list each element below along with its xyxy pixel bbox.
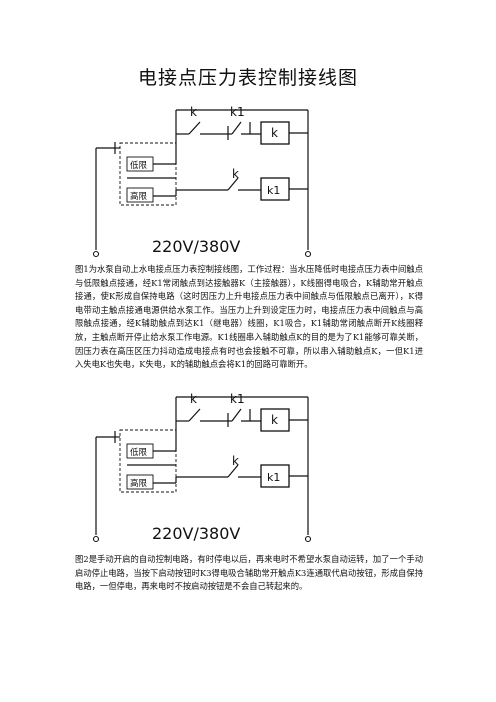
high-limit-label: 高限: [130, 191, 148, 202]
contact-k1-switch: [231, 121, 242, 135]
contact-k-switch: [188, 408, 201, 422]
low-limit-label: 低限: [130, 447, 148, 458]
gauge-box: [119, 142, 177, 206]
voltage-label: 220V/380V: [152, 237, 240, 256]
left-terminal: [92, 250, 100, 258]
wiring-diagram-2: k k1 k k k1 低限 高限 220V/380V: [92, 392, 312, 543]
contact-k-second-label: k: [232, 454, 239, 468]
contact-k-second-switch: [227, 177, 239, 191]
contact-k-second-label: k: [232, 167, 239, 181]
right-terminal: [304, 250, 312, 258]
contact-k-switch: [188, 121, 201, 135]
figure-1-description: 图1为水泵自动上水电接点压力表控制接线图，工作过程：当水压降低时电接点压力表中间…: [75, 264, 423, 370]
relay-k-label: k: [271, 126, 278, 140]
contact-k-label: k: [190, 392, 197, 406]
left-terminal: [92, 535, 100, 543]
contact-k-label: k: [190, 105, 197, 119]
gauge-box: [119, 429, 177, 493]
relay-k1-label: k1: [267, 184, 280, 197]
figure-2-description: 图2是手动开启的自动控制电路，有时停电以后，再来电时不希望水泵自动运转，加了一个…: [75, 554, 423, 592]
voltage-label: 220V/380V: [152, 524, 240, 543]
relay-k1-label: k1: [267, 471, 280, 484]
high-limit-box: [126, 187, 154, 203]
relay-k-label: k: [271, 413, 278, 427]
page-title: 电接点压力表控制接线图: [137, 67, 358, 89]
right-terminal: [304, 535, 312, 543]
contact-k1-label: k1: [230, 392, 245, 406]
high-limit-label: 高限: [130, 478, 148, 489]
wiring-diagram-1: k k1 k k k1 低限 高限 220V/380V: [92, 105, 312, 258]
contact-k1-switch: [231, 408, 242, 422]
contact-k-second-switch: [227, 464, 239, 478]
low-limit-label: 低限: [130, 160, 148, 171]
high-limit-box: [126, 474, 154, 490]
contact-k1-label: k1: [230, 105, 245, 119]
